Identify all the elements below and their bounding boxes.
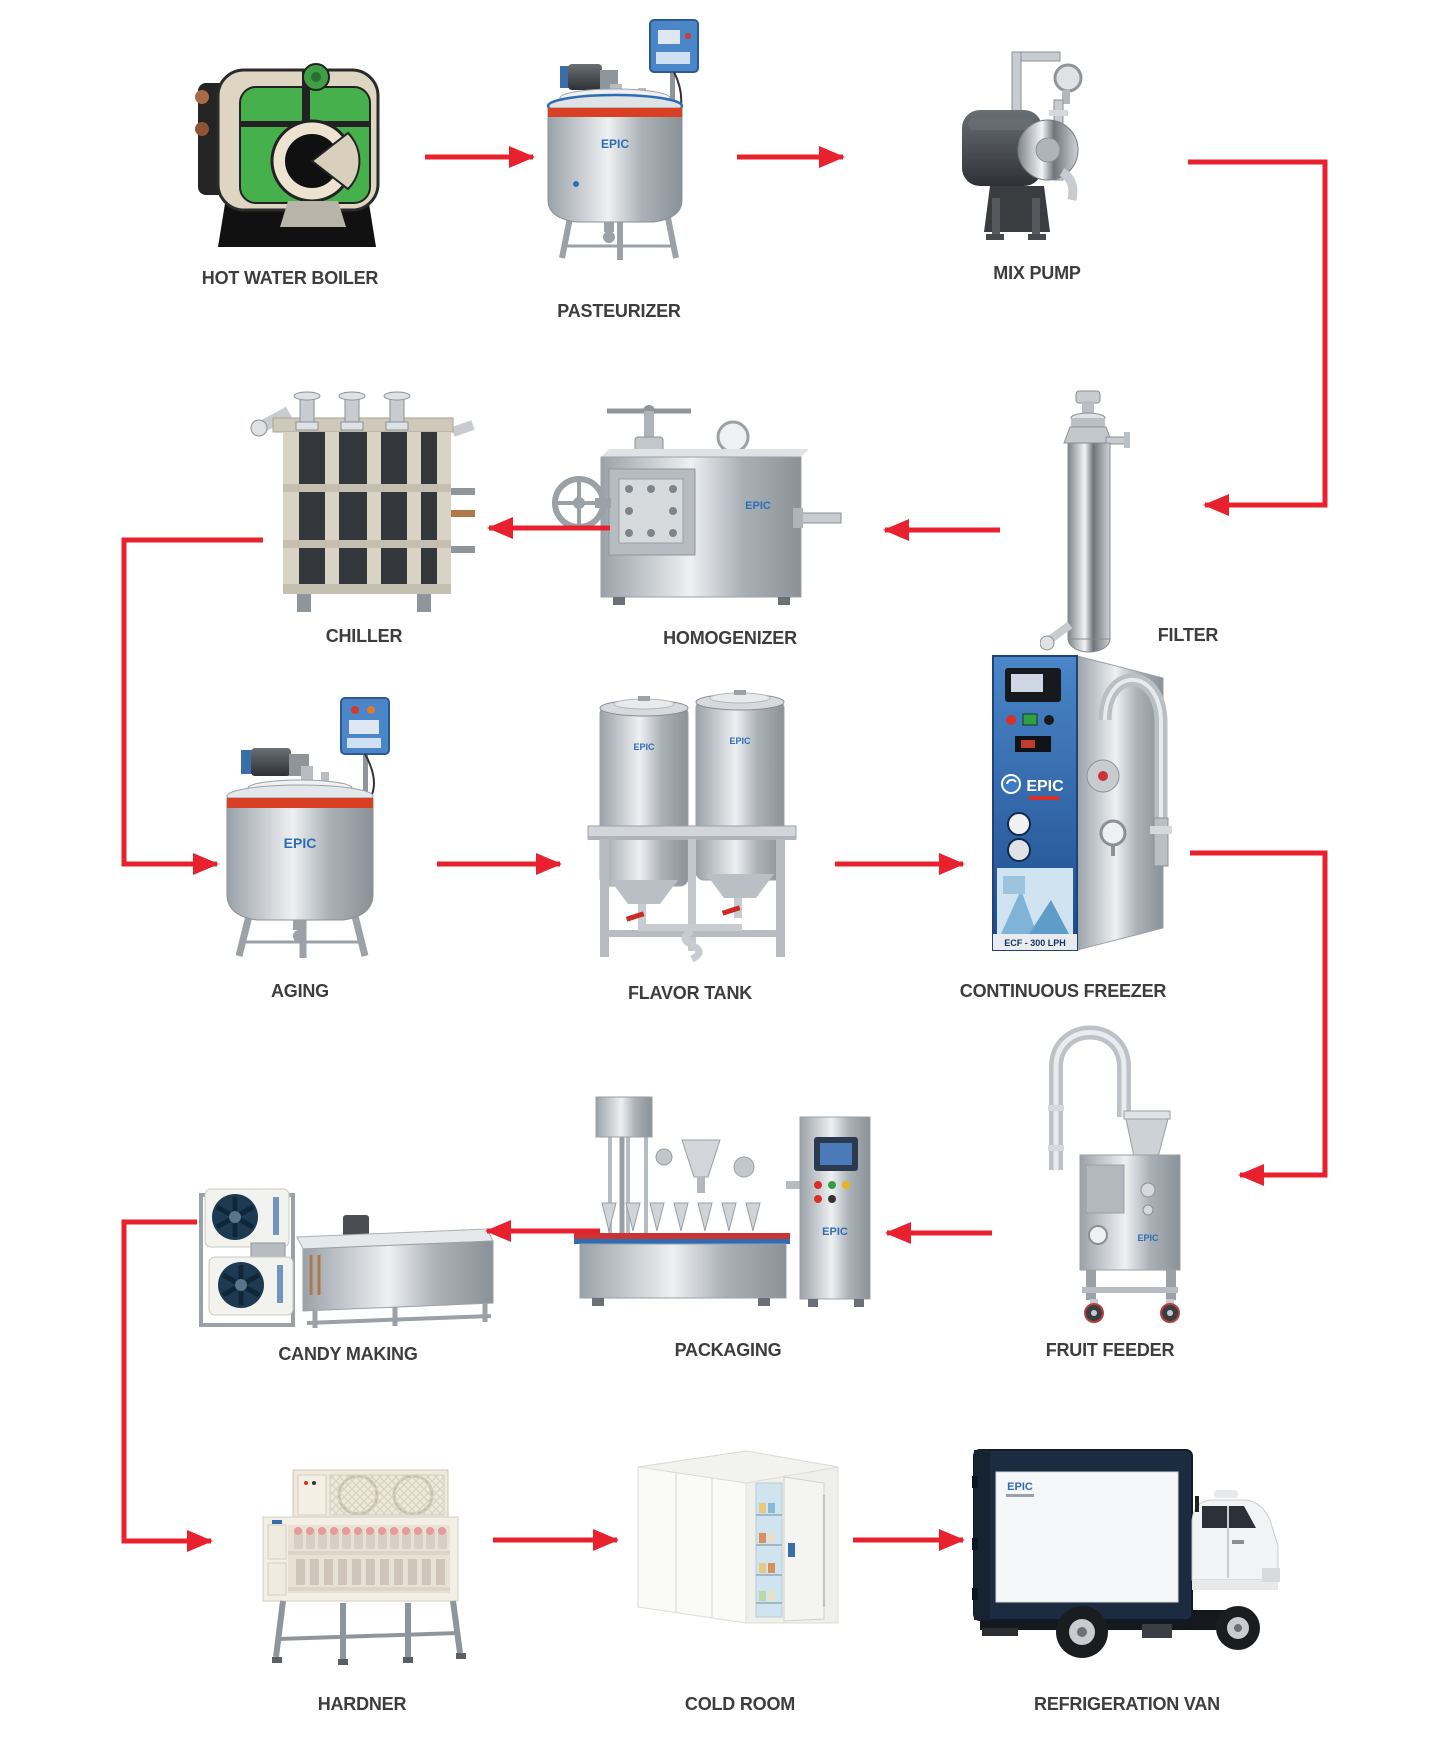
epic-logo: EPIC — [1137, 1233, 1159, 1243]
mix-pump-label: MIX PUMP — [993, 263, 1081, 283]
homogenizer-label: HOMOGENIZER — [663, 628, 797, 648]
mix-pump-image — [950, 48, 1090, 248]
continuous-freezer-label: CONTINUOUS FREEZER — [959, 981, 1167, 1001]
hardner-illustration — [262, 1469, 466, 1665]
fruit-feeder-illustration: EPIC — [1048, 1025, 1181, 1323]
epic-logo: EPIC — [1026, 778, 1064, 795]
epic-logo: EPIC — [633, 742, 655, 752]
aging-illustration: EPIC — [226, 697, 390, 958]
flavor-tank-illustration: EPIC EPIC — [587, 690, 797, 963]
hot-water-boiler-image — [188, 35, 392, 255]
cold-room-image — [628, 1425, 850, 1651]
candy-making-image — [195, 1185, 497, 1333]
fruit-feeder-label: FRUIT FEEDER — [1045, 1340, 1175, 1360]
candy-making-label: CANDY MAKING — [278, 1344, 418, 1364]
filter-illustration — [1040, 390, 1130, 653]
cold-room-label: COLD ROOM — [684, 1694, 796, 1714]
filter-image — [1040, 385, 1135, 663]
mix-pump-illustration — [962, 51, 1083, 240]
aging-image: EPIC — [215, 680, 395, 960]
candy-making-illustration — [199, 1188, 494, 1328]
hardner-label: HARDNER — [317, 1694, 407, 1714]
chiller-image — [245, 388, 475, 623]
pasteurizer-illustration: EPIC — [546, 19, 699, 260]
packaging-label: PACKAGING — [674, 1340, 782, 1360]
refrigeration-van-label: REFRIGERATION VAN — [1034, 1694, 1220, 1714]
packaging-illustration: EPIC — [574, 1096, 871, 1307]
fruit-feeder-image: EPIC — [1028, 1005, 1195, 1327]
homogenizer-illustration: EPIC — [552, 405, 842, 605]
continuous-freezer-illustration: EPIC ECF - 300 LPH — [992, 655, 1172, 951]
epic-logo: EPIC — [601, 137, 629, 151]
filter-label: FILTER — [1157, 625, 1219, 645]
chiller-label: CHILLER — [325, 626, 403, 646]
epic-logo: EPIC — [822, 1226, 848, 1238]
refrigeration-van-illustration: EPIC — [972, 1449, 1280, 1658]
packaging-image: EPIC — [562, 1085, 880, 1312]
epic-logo: EPIC — [284, 835, 317, 851]
epic-logo: EPIC — [745, 500, 771, 512]
hardner-image — [248, 1425, 476, 1667]
homogenizer-image: EPIC — [543, 395, 845, 620]
cold-room-illustration — [637, 1450, 839, 1624]
epic-logo: EPIC — [1007, 1481, 1033, 1493]
continuous-freezer-image: EPIC ECF - 300 LPH — [985, 628, 1178, 965]
arrow-freezer-to-fruitfeeder — [1190, 850, 1328, 1186]
hot-water-boiler-label: HOT WATER BOILER — [201, 268, 379, 288]
freezer-model-text: ECF - 300 LPH — [1004, 938, 1066, 948]
pasteurizer-label: PASTEURIZER — [557, 301, 681, 321]
hot-water-boiler-illustration — [195, 63, 380, 247]
aging-label: AGING — [270, 981, 329, 1001]
flavor-tank-image: EPIC EPIC — [580, 668, 805, 965]
epic-logo: EPIC — [729, 736, 751, 746]
chiller-illustration — [250, 391, 475, 612]
pasteurizer-image: EPIC — [540, 8, 700, 265]
refrigeration-van-image: EPIC — [962, 1428, 1285, 1672]
flavor-tank-label: FLAVOR TANK — [627, 983, 753, 1003]
arrow-mixpump-to-filter — [1188, 159, 1328, 516]
